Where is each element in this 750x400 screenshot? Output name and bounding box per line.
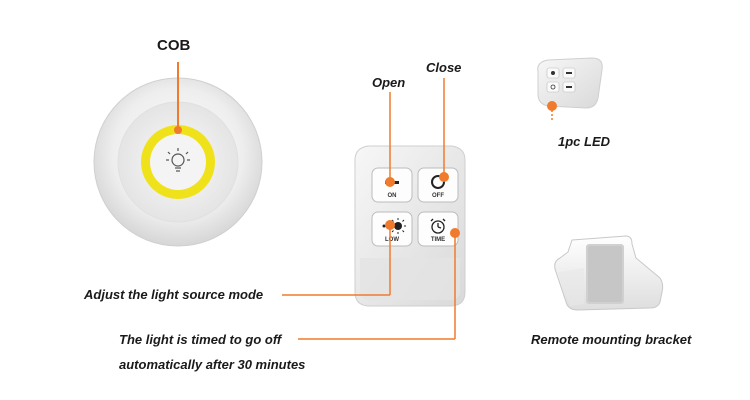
- timer-label-line2: automatically after 30 minutes: [119, 357, 306, 372]
- time-button-label: TIME: [431, 237, 445, 243]
- off-button-label: OFF: [432, 193, 444, 199]
- bulb-icon: [166, 148, 190, 172]
- open-label: Open: [372, 75, 406, 90]
- timer-label-line1: The light is timed to go off: [119, 332, 282, 347]
- adjust-mode-label: Adjust the light source mode: [84, 287, 264, 302]
- adjust-mode-callout: [282, 220, 395, 296]
- cob-label: COB: [157, 37, 191, 54]
- close-label: Close: [426, 60, 462, 75]
- close-callout: [439, 78, 449, 182]
- low-button-label: LOW: [385, 237, 399, 243]
- brightness-icon: [382, 218, 406, 234]
- mounting-bracket: [554, 235, 664, 311]
- off-button[interactable]: OFF: [417, 167, 459, 203]
- puck-light: [93, 77, 263, 247]
- time-button[interactable]: TIME: [417, 211, 459, 247]
- one-pc-led-label: 1pc LED: [558, 134, 611, 149]
- mini-remote: [537, 57, 603, 109]
- open-callout: [385, 92, 395, 187]
- alarm-clock-icon: [430, 218, 446, 234]
- remote-control: ON OFF: [354, 145, 466, 307]
- led-callout: [547, 101, 557, 122]
- cob-callout: [174, 62, 182, 134]
- on-button-label: ON: [388, 193, 397, 199]
- timer-callout: [298, 228, 460, 340]
- bracket-label: Remote mounting bracket: [531, 332, 692, 347]
